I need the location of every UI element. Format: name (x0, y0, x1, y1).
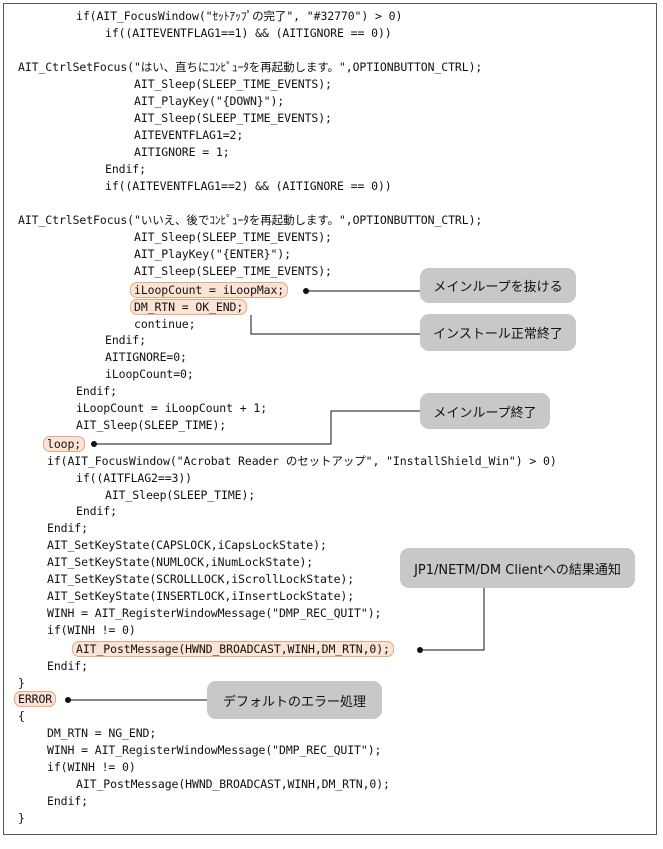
code-line: if((AITFLAG2==3)) (76, 471, 193, 485)
code-line: if(AIT_FocusWindow("ｾｯﾄｱｯﾌﾟの完了", "#32770… (76, 9, 403, 23)
code-line: Endif; (105, 333, 146, 347)
code-line: continue; (134, 317, 196, 331)
code-line: if(WINH != 0) (47, 623, 136, 637)
leader-dot (65, 697, 71, 703)
code-line: AIT_SetKeyState(INSERTLOCK,iInsertLockSt… (47, 589, 355, 603)
code-line: Endif; (47, 521, 88, 535)
code-line-highlighted: iLoopCount = iLoopMax; (130, 282, 289, 299)
code-line: WINH = AIT_RegisterWindowMessage("DMP_RE… (47, 743, 382, 757)
code-line: AIT_Sleep(SLEEP_TIME_EVENTS); (134, 264, 332, 278)
code-line-highlighted: loop; (43, 436, 86, 453)
code-line: WINH = AIT_RegisterWindowMessage("DMP_RE… (47, 606, 382, 620)
code-line: AIT_CtrlSetFocus("いいえ、後でｺﾝﾋﾟｭｰﾀを再起動します。"… (18, 213, 483, 227)
code-line: } (18, 811, 25, 825)
callout-main-loop-end: メインループ終了 (420, 393, 550, 429)
code-line: Endif; (76, 384, 117, 398)
code-line: DM_RTN = NG_END; (47, 726, 157, 740)
code-line: AIT_Sleep(SLEEP_TIME_EVENTS); (134, 77, 332, 91)
code-line: if(AIT_FocusWindow("Acrobat Reader のセットア… (47, 454, 557, 468)
code-line: AIT_Sleep(SLEEP_TIME); (76, 418, 227, 432)
highlight-loop: loop; (43, 436, 86, 452)
code-line: AIT_PostMessage(HWND_BROADCAST,WINH,DM_R… (76, 777, 390, 791)
leader-dot (91, 441, 97, 447)
highlight-error-label: ERROR (14, 691, 57, 707)
code-line: AIT_Sleep(SLEEP_TIME_EVENTS); (134, 111, 332, 125)
highlight-loopcount: iLoopCount = iLoopMax; (130, 282, 289, 298)
code-line: AITIGNORE = 1; (134, 145, 230, 159)
code-line-highlighted: AIT_PostMessage(HWND_BROADCAST,WINH,DM_R… (72, 641, 394, 658)
code-line: if(WINH != 0) (47, 760, 136, 774)
code-line: } (18, 676, 25, 690)
callout-default-error: デフォルトのエラー処理 (207, 681, 382, 719)
leader-dot (417, 647, 423, 653)
highlight-dm-rtn-ok: DM_RTN = OK_END; (130, 299, 248, 315)
code-line: Endif; (105, 162, 146, 176)
code-line: Endif; (47, 659, 88, 673)
highlight-postmessage: AIT_PostMessage(HWND_BROADCAST,WINH,DM_R… (72, 641, 394, 657)
code-line: AIT_Sleep(SLEEP_TIME_EVENTS); (134, 230, 332, 244)
code-line-highlighted: DM_RTN = OK_END; (130, 299, 248, 316)
code-line: iLoopCount=0; (105, 367, 194, 381)
code-line: Endif; (76, 504, 117, 518)
code-line: { (18, 709, 25, 723)
code-line: AIT_SetKeyState(CAPSLOCK,iCapsLockState)… (47, 538, 327, 552)
code-line: AITIGNORE=0; (105, 350, 187, 364)
callout-notify-result: JP1/NETM/DM Clientへの結果通知 (400, 548, 635, 588)
code-line: AIT_Sleep(SLEEP_TIME); (105, 488, 256, 502)
code-line: AIT_SetKeyState(NUMLOCK,iNumLockState); (47, 555, 314, 569)
code-line: AIT_SetKeyState(SCROLLLOCK,iScrollLockSt… (47, 572, 355, 586)
code-line: Endif; (47, 794, 88, 808)
code-line-highlighted: ERROR (14, 691, 57, 708)
leader-dot (303, 288, 309, 294)
callout-exit-main-loop: メインループを抜ける (420, 268, 576, 303)
code-line: AITEVENTFLAG1=2; (134, 128, 244, 142)
code-line: AIT_PlayKey("{ENTER}"); (134, 247, 291, 261)
callout-install-ok: インストール正常終了 (420, 314, 576, 351)
code-line: iLoopCount = iLoopCount + 1; (76, 401, 268, 415)
code-line: AIT_CtrlSetFocus("はい、直ちにｺﾝﾋﾟｭｰﾀを再起動します。"… (18, 60, 483, 74)
code-line: if((AITEVENTFLAG1==2) && (AITIGNORE == 0… (105, 179, 392, 193)
code-line: AIT_PlayKey("{DOWN}"); (134, 94, 285, 108)
code-line: if((AITEVENTFLAG1==1) && (AITIGNORE == 0… (105, 26, 392, 40)
